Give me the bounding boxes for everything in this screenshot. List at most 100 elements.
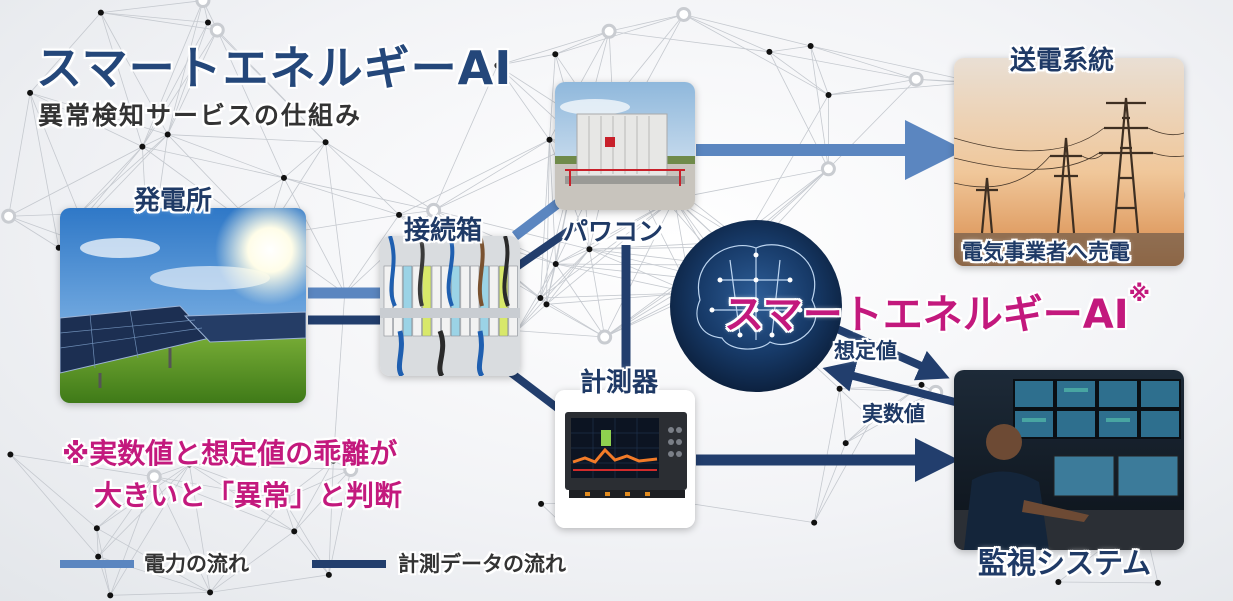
data-arrow-ai-to-monitor xyxy=(826,321,950,381)
network-link xyxy=(96,464,190,529)
network-node xyxy=(842,440,849,447)
network-node xyxy=(601,23,617,39)
network-link xyxy=(845,384,922,444)
network-node xyxy=(825,91,832,98)
network-link xyxy=(142,134,168,147)
network-link xyxy=(540,297,605,338)
anomaly-note-line2: 大きいと「異常」と判断 xyxy=(94,479,403,512)
junction-box-photo xyxy=(380,236,520,376)
junction-box-label: 接続箱 xyxy=(404,216,483,246)
network-node xyxy=(908,71,924,87)
network-node xyxy=(538,500,545,507)
network-link xyxy=(96,476,155,529)
main-title: スマートエネルギーAI xyxy=(36,41,513,95)
network-node xyxy=(207,589,214,596)
network-link xyxy=(810,45,829,96)
network-link xyxy=(142,146,285,179)
network-link xyxy=(207,22,326,143)
terminal-block xyxy=(422,265,432,337)
network-link xyxy=(96,528,99,557)
network-node xyxy=(1154,579,1161,586)
network-link xyxy=(167,0,204,135)
network-link xyxy=(839,388,847,444)
terminal-block xyxy=(431,265,441,337)
network-link xyxy=(100,12,169,135)
network-link xyxy=(540,263,557,299)
grid-caption: 電気事業者へ売電 xyxy=(962,240,1130,264)
network-link xyxy=(189,464,284,500)
network-link xyxy=(769,51,917,80)
network-node xyxy=(275,491,291,507)
network-node xyxy=(186,461,193,468)
network-node xyxy=(209,22,225,38)
network-node xyxy=(543,301,550,308)
network-link xyxy=(283,177,434,211)
network-link xyxy=(497,30,610,66)
terminal-block xyxy=(470,265,480,337)
network-node xyxy=(820,161,836,177)
network-node xyxy=(27,89,34,96)
network-link xyxy=(344,214,400,294)
network-link xyxy=(209,531,295,593)
network-link xyxy=(100,12,143,147)
network-node xyxy=(107,592,114,599)
network-link xyxy=(283,460,334,500)
power-conditioner-photo xyxy=(555,82,695,210)
network-node xyxy=(93,525,100,532)
network-link xyxy=(10,454,155,478)
network-link xyxy=(29,92,80,214)
network-node xyxy=(494,62,501,69)
network-link xyxy=(109,476,155,596)
network-link xyxy=(100,12,209,23)
network-link xyxy=(10,454,99,557)
subtitle: 異常検知サービスの仕組み xyxy=(38,101,363,130)
network-link xyxy=(283,177,400,216)
network-link xyxy=(325,141,434,211)
monitoring-room-photo xyxy=(954,370,1184,550)
network-link xyxy=(142,0,204,147)
network-link xyxy=(8,215,59,249)
network-link xyxy=(1058,581,1158,584)
network-link xyxy=(167,29,218,135)
network-link xyxy=(845,419,873,444)
network-link xyxy=(398,139,550,216)
network-link xyxy=(839,388,873,420)
network-link xyxy=(845,391,936,444)
network-link xyxy=(210,574,329,593)
network-node xyxy=(95,553,102,560)
legend-data-label: 計測データの流れ xyxy=(398,552,566,576)
network-link xyxy=(810,45,917,80)
network-link xyxy=(188,464,211,593)
network-link xyxy=(109,464,190,596)
network-link xyxy=(555,263,606,338)
network-link xyxy=(546,292,692,305)
network-node xyxy=(676,6,692,22)
data-line-junction-powercon xyxy=(512,219,583,272)
network-node xyxy=(546,136,553,143)
ai-label-text: スマートエネルギーAI xyxy=(724,292,1129,338)
network-link xyxy=(497,53,556,66)
network-link xyxy=(167,22,209,135)
ai-label: スマートエネルギーAI※ xyxy=(724,282,1150,340)
network-link xyxy=(189,460,334,465)
network-link xyxy=(167,134,326,143)
network-link xyxy=(78,146,143,215)
network-link xyxy=(813,419,873,523)
terminal-block xyxy=(450,265,461,337)
network-node xyxy=(325,571,332,578)
network-node xyxy=(330,457,337,464)
network-link xyxy=(29,12,102,94)
network-node xyxy=(918,381,925,388)
network-link xyxy=(325,142,346,294)
network-link xyxy=(828,78,917,96)
network-link xyxy=(189,464,295,532)
meter-label: 計測器 xyxy=(580,368,659,398)
network-node xyxy=(291,528,298,535)
network-node xyxy=(280,174,287,181)
network-node xyxy=(195,0,211,9)
network-link xyxy=(683,14,811,47)
network-link xyxy=(110,591,211,596)
network-link xyxy=(283,177,346,294)
